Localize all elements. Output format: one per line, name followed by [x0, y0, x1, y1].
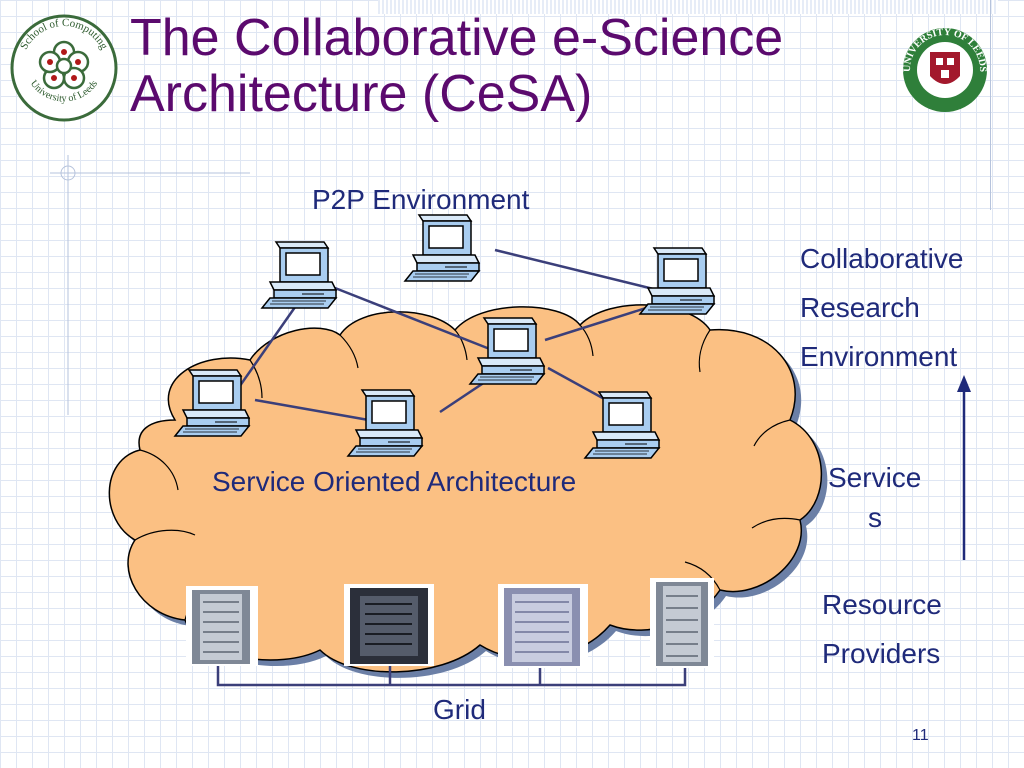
top-decorative-band	[378, 0, 998, 14]
grid-label: Grid	[433, 694, 486, 725]
services-line-1: Service	[828, 462, 922, 493]
computer-p2p-3	[639, 247, 715, 315]
collab-line-3: Environment	[800, 341, 958, 372]
university-of-leeds-logo: UNIVERSITY OF LEEDS	[902, 27, 988, 112]
computer-p2p-2	[404, 214, 480, 282]
p2p-environment-label: P2P Environment	[312, 184, 530, 215]
slide-title-line-1: The Collaborative e-Science	[130, 9, 784, 67]
providers-line-1: Resource	[822, 589, 942, 620]
collab-line-1: Collaborative	[800, 243, 964, 274]
server-1	[186, 586, 258, 666]
page-number: 11	[912, 727, 929, 744]
services-line-2: s	[868, 502, 882, 533]
providers-line-2: Providers	[822, 638, 941, 669]
collab-line-2: Research	[800, 292, 920, 323]
server-3	[498, 584, 588, 668]
upward-arrow	[957, 375, 971, 560]
cloud-contours	[134, 324, 801, 621]
resource-providers-label: Resource Providers	[822, 580, 942, 678]
guide-lines	[50, 155, 250, 415]
server-2	[344, 584, 434, 666]
slide-title: The Collaborative e-Science Architecture…	[130, 10, 910, 122]
service-oriented-architecture-label: Service Oriented Architecture	[212, 466, 577, 497]
server-4	[650, 578, 714, 668]
right-divider	[990, 0, 991, 210]
services-label: Service s	[828, 458, 948, 538]
school-of-computing-logo: School of Computing University of Leeds	[10, 14, 118, 122]
slide-title-line-2: Architecture (CeSA)	[130, 65, 593, 123]
collaborative-research-environment-label: Collaborative Research Environment	[800, 234, 963, 381]
computer-p2p-1	[261, 241, 337, 309]
